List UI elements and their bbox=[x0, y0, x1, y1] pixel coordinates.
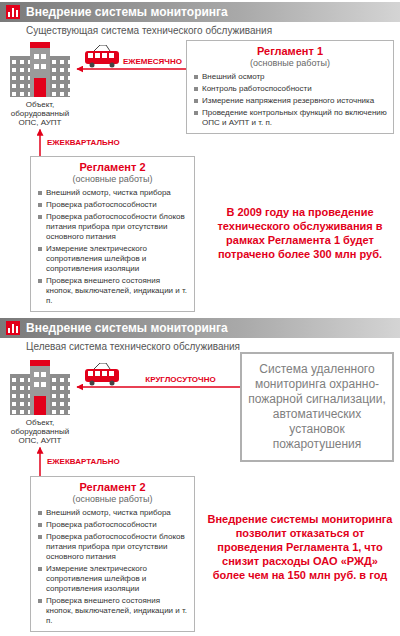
box-title: Регламент 2 bbox=[37, 161, 188, 174]
bullet-item: Проверка работоспособности bbox=[37, 520, 188, 530]
header-band: Внедрение системы мониторинга bbox=[0, 318, 400, 338]
connector-arrow bbox=[39, 448, 41, 476]
chart-icon bbox=[6, 5, 20, 19]
box-subtitle: (основные работы) bbox=[193, 58, 387, 69]
connector-arrow bbox=[39, 130, 41, 156]
tram-icon bbox=[84, 363, 120, 386]
bullet-item: Измерение электрического сопротивления ш… bbox=[37, 564, 188, 594]
node-text: Внедрение системы мониторинга bbox=[0, 2, 400, 22]
schedule-box: Регламент 1(основные работы) Внешний осмо… bbox=[186, 40, 394, 134]
object-building: Объект, оборудованный ОПС, АУПТ bbox=[4, 360, 76, 446]
bullet-item: Контроль работоспособности bbox=[193, 84, 387, 94]
edge-label: КРУГЛОСУТОЧНО bbox=[144, 375, 216, 385]
header-band: Внедрение системы мониторинга bbox=[0, 2, 400, 22]
edge-label: ЕЖЕКВАРТАЛЬНО bbox=[46, 457, 121, 467]
edge-label: ЕЖЕКВАРТАЛЬНО bbox=[46, 138, 121, 148]
subtitle: Целевая система технического обслуживани… bbox=[26, 341, 396, 353]
bullet-item: Проверка внешнего состояния кнопок, выкл… bbox=[37, 596, 188, 626]
schedule-box: Регламент 2(основные работы) Внешний осмо… bbox=[30, 156, 195, 312]
cost-note: В 2009 году на проведение технического о… bbox=[205, 205, 395, 261]
box-subtitle: (основные работы) bbox=[37, 174, 188, 185]
node-text: Объект, оборудованный ОПС, АУПТ bbox=[4, 418, 76, 446]
chart-icon bbox=[6, 321, 20, 335]
connector-arrow bbox=[77, 68, 186, 70]
subtitle: Существующая система технического обслуж… bbox=[26, 25, 396, 37]
node-text: Внедрение системы мониторинга bbox=[0, 318, 400, 338]
edge-label: ЕЖЕМЕСЯЧНО bbox=[122, 57, 183, 67]
tram-icon bbox=[84, 45, 120, 68]
box-subtitle: (основные работы) bbox=[37, 494, 188, 505]
bullet-item: Проверка работоспособности блоков питани… bbox=[37, 212, 188, 242]
bullet-item: Внешний осмотр bbox=[193, 72, 387, 82]
connector-arrow bbox=[77, 386, 240, 388]
building-icon bbox=[10, 42, 70, 97]
bullet-item: Внешний осмотр, чистка прибора bbox=[37, 508, 188, 518]
bullet-item: Измерение напряжения резервного источник… bbox=[193, 96, 387, 106]
bullet-item: Проверка работоспособности блоков питани… bbox=[37, 532, 188, 562]
saving-note: Внедрение системы мониторинга позволит о… bbox=[205, 512, 395, 582]
bullet-item: Проверка работоспособности bbox=[37, 200, 188, 210]
box-title: Регламент 1 bbox=[193, 45, 387, 58]
node-text: Система удаленного мониторинга охранно-п… bbox=[248, 362, 386, 452]
bullet-item: Проверка внешнего состояния кнопок, выкл… bbox=[37, 276, 188, 306]
monitoring-box: Система удаленного мониторинга охранно-п… bbox=[240, 352, 394, 462]
box-title: Регламент 2 bbox=[37, 481, 188, 494]
node-text: Объект, оборудованный ОПС, АУПТ bbox=[4, 100, 76, 128]
object-building: Объект, оборудованный ОПС, АУПТ bbox=[4, 42, 76, 128]
bullet-item: Внешний осмотр, чистка прибора bbox=[37, 188, 188, 198]
bullet-item: Измерение электрического сопротивления ш… bbox=[37, 244, 188, 274]
schedule-box: Регламент 2(основные работы) Внешний осмо… bbox=[30, 476, 195, 632]
building-icon bbox=[10, 360, 70, 415]
bullet-item: Проведение контрольных функций по включе… bbox=[193, 108, 387, 128]
